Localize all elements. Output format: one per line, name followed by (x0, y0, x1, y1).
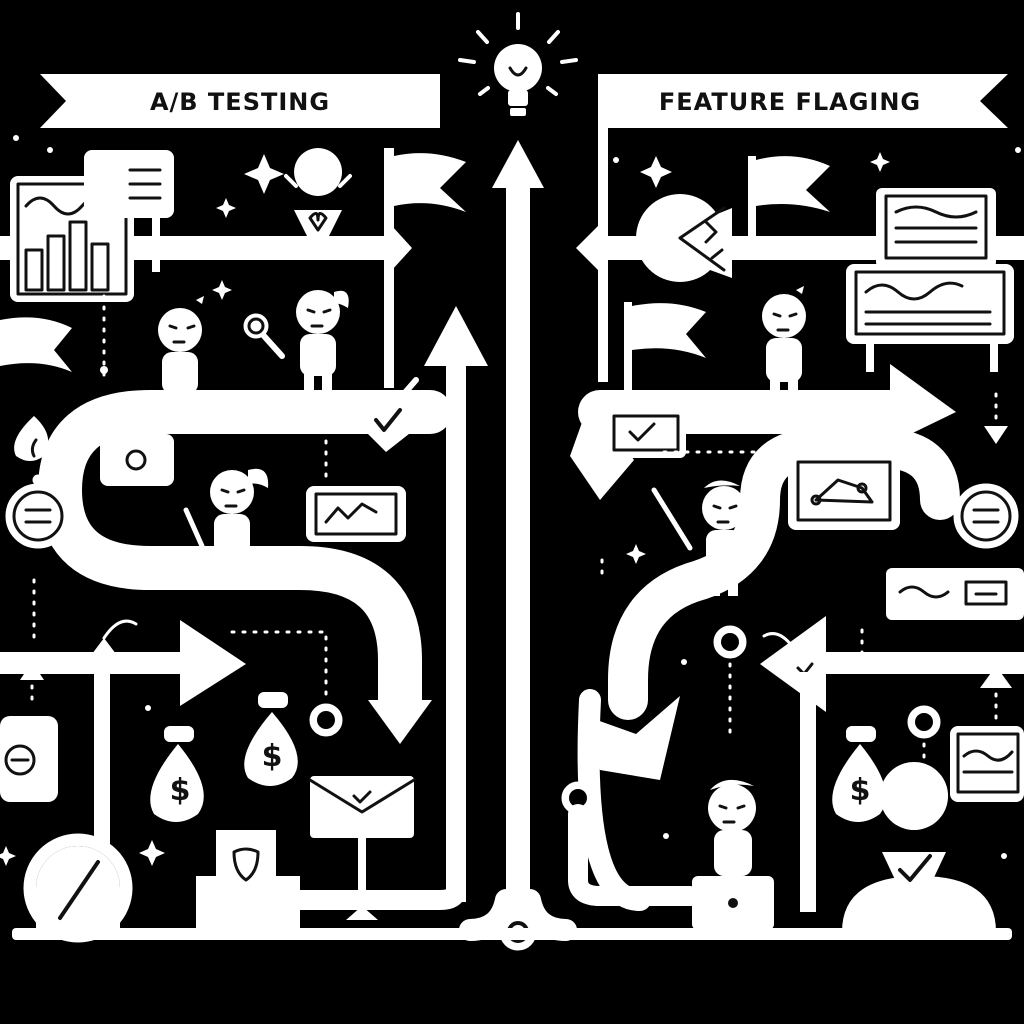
card-icon (950, 726, 1024, 802)
person-icon (651, 480, 746, 596)
left-s-curve-path (38, 390, 452, 744)
magnifier-icon (243, 313, 285, 359)
card-icon (196, 830, 300, 932)
flag-icon (0, 317, 72, 372)
arrow-icon (762, 632, 798, 660)
arrow-icon (984, 392, 1008, 444)
sparkle-icon (13, 135, 1021, 859)
money-bag-icon: $ (150, 726, 204, 822)
lightbulb-icon (458, 12, 578, 116)
dotted-connector (128, 578, 314, 592)
gauge-icon (953, 483, 1019, 549)
card-icon (306, 486, 406, 542)
central-trunk-arrow (459, 140, 577, 941)
card-icon (876, 188, 996, 268)
currency-symbol: $ (850, 773, 871, 808)
right-bottom-curve (568, 804, 700, 906)
money-bag-icon: $ (244, 692, 298, 786)
flag-icon (384, 148, 466, 388)
money-bag-icon: $ (832, 726, 886, 822)
currency-symbol: $ (170, 773, 191, 808)
envelope-icon (308, 776, 416, 920)
dotted-connector (230, 630, 328, 704)
sparkle-icon (139, 154, 284, 866)
arrow-icon (20, 662, 44, 706)
banner-ab-testing-label: A/B TESTING (150, 88, 330, 116)
target-circle-icon (907, 705, 941, 739)
person-icon (762, 286, 806, 412)
check-icon (364, 377, 419, 452)
arrow-icon (980, 666, 1012, 722)
banner-feature-flagging-label: FEATURE FLAGING (659, 88, 921, 116)
card-icon (100, 426, 174, 486)
target-circle-icon (309, 703, 343, 737)
flag-icon (748, 156, 830, 260)
person-icon (183, 468, 269, 590)
location-pin-icon (842, 762, 996, 932)
arrow-icon (92, 619, 138, 654)
check-icon (606, 408, 686, 458)
card-icon (0, 716, 58, 802)
card-icon (846, 264, 1014, 372)
arrow-icon (0, 620, 246, 890)
person-icon (158, 296, 204, 418)
arrow-icon (760, 616, 1024, 912)
currency-symbol: $ (262, 739, 283, 774)
sparkle-icon (626, 152, 890, 564)
laptop-icon (692, 876, 774, 930)
sparkle-icon (0, 846, 16, 866)
location-pin-icon (284, 148, 352, 258)
target-circle-icon (713, 625, 747, 659)
card-icon (788, 454, 900, 530)
arrow-icon (290, 306, 488, 910)
gauge-icon (23, 833, 133, 943)
banner-ab-testing: A/B TESTING (40, 74, 440, 128)
card-icon (886, 568, 1024, 620)
card-icon (84, 150, 174, 272)
leaf-icon (14, 416, 49, 461)
target-circle-icon (561, 781, 595, 815)
person-icon (296, 290, 349, 404)
flag-icon (598, 126, 608, 382)
banner-feature-flagging: FEATURE FLAGING (598, 74, 1008, 128)
pie-chart-icon (636, 194, 732, 282)
arrow-icon (577, 689, 680, 911)
person-icon (708, 779, 756, 876)
gauge-icon (5, 474, 71, 549)
flag-icon (624, 302, 706, 406)
